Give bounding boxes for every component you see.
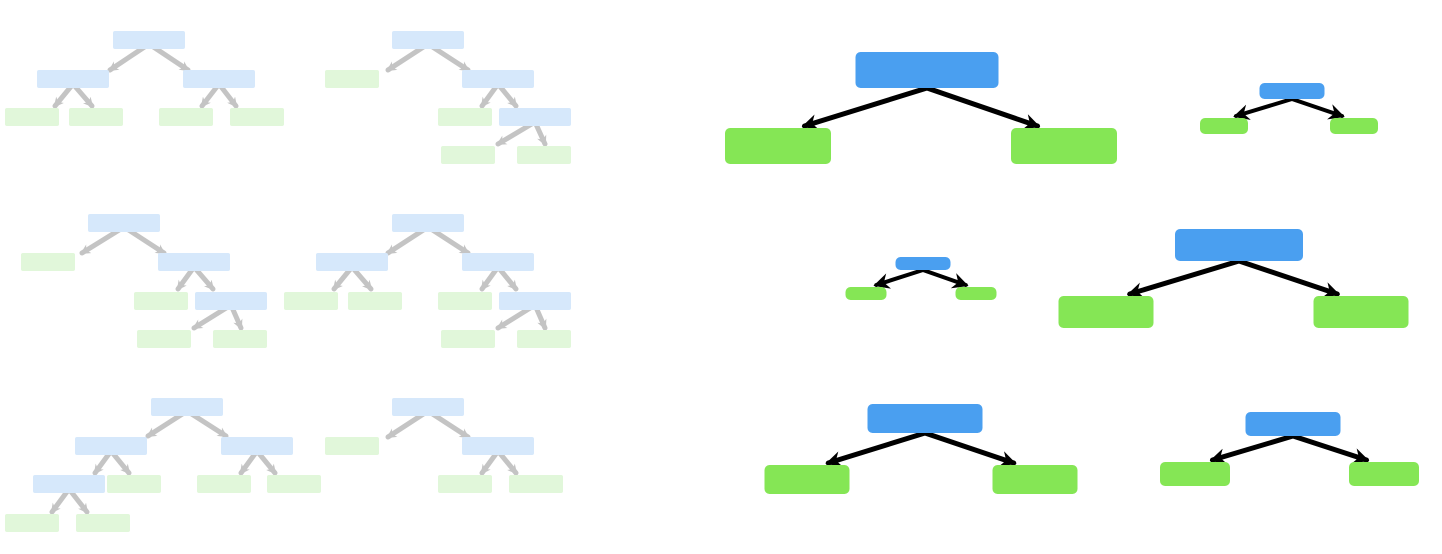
faded-internal-node — [113, 31, 185, 49]
stump-leaf-node — [845, 287, 887, 300]
faded-internal-node — [151, 398, 223, 416]
faded-leaf-node — [197, 475, 251, 493]
faded-leaf-node — [230, 108, 284, 126]
decision-stump — [764, 404, 1078, 494]
faded-internal-node — [195, 292, 267, 310]
faded-leaf-node — [5, 514, 59, 532]
stump-leaf-node — [764, 465, 850, 494]
faded-internal-node — [183, 70, 255, 88]
faded-tree — [21, 214, 267, 348]
stump-edge-left — [1233, 97, 1294, 120]
faded-leaf-node — [517, 146, 571, 164]
faded-leaf-node — [438, 108, 492, 126]
stump-leaf-node — [1160, 462, 1230, 486]
stump-edge-right — [922, 430, 1017, 467]
stump-leaf-node — [1349, 462, 1419, 486]
faded-leaf-node — [325, 437, 379, 455]
faded-internal-node — [75, 437, 147, 455]
faded-internal-node — [499, 108, 571, 126]
stump-leaf-node — [1058, 296, 1154, 328]
stump-edge-left — [873, 268, 925, 289]
stump-leaf-node — [725, 128, 831, 164]
faded-internal-node — [88, 214, 160, 232]
faded-internal-node — [462, 437, 534, 455]
decision-stump — [1058, 229, 1409, 328]
stump-edge-left — [825, 430, 928, 467]
stump-edge-right — [1290, 97, 1345, 120]
decision-stump — [1200, 83, 1378, 134]
faded-leaf-node — [5, 108, 59, 126]
faded-internal-node — [499, 292, 571, 310]
stump-edge-right — [924, 85, 1041, 130]
faded-leaf-node — [441, 146, 495, 164]
faded-leaf-node — [325, 70, 379, 88]
faded-leaf-node — [21, 253, 75, 271]
stump-leaf-node — [1011, 128, 1117, 164]
faded-tree — [284, 214, 571, 348]
stump-edge-right — [1290, 433, 1370, 464]
faded-trees-panel — [5, 31, 571, 532]
stump-root-node — [1245, 412, 1341, 436]
faded-leaf-node — [284, 292, 338, 310]
decision-stump — [845, 257, 997, 300]
faded-internal-node — [158, 253, 230, 271]
decision-stumps-panel — [725, 52, 1419, 494]
faded-internal-node — [462, 70, 534, 88]
faded-leaf-node — [76, 514, 130, 532]
stump-leaf-node — [1200, 118, 1248, 134]
decision-stump — [725, 52, 1117, 164]
faded-tree — [5, 31, 284, 126]
faded-tree — [5, 398, 321, 532]
faded-internal-node — [221, 437, 293, 455]
stump-leaf-node — [1330, 118, 1378, 134]
faded-tree — [325, 31, 571, 164]
faded-leaf-node — [509, 475, 563, 493]
stump-root-node — [895, 257, 951, 270]
faded-leaf-node — [69, 108, 123, 126]
faded-leaf-node — [159, 108, 213, 126]
stump-root-node — [1175, 229, 1303, 261]
stump-root-node — [1259, 83, 1325, 99]
faded-leaf-node — [438, 475, 492, 493]
faded-internal-node — [33, 475, 105, 493]
faded-leaf-node — [438, 292, 492, 310]
stump-root-node — [867, 404, 983, 433]
stump-edge-right — [921, 268, 969, 289]
stump-root-node — [855, 52, 999, 88]
faded-leaf-node — [348, 292, 402, 310]
faded-leaf-node — [213, 330, 267, 348]
faded-tree — [325, 398, 563, 493]
faded-leaf-node — [107, 475, 161, 493]
faded-leaf-node — [134, 292, 188, 310]
faded-leaf-node — [137, 330, 191, 348]
stump-leaf-node — [1313, 296, 1409, 328]
decision-stump — [1160, 412, 1419, 486]
faded-internal-node — [316, 253, 388, 271]
faded-leaf-node — [441, 330, 495, 348]
faded-internal-node — [462, 253, 534, 271]
faded-internal-node — [37, 70, 109, 88]
stump-edge-right — [1236, 258, 1341, 298]
stump-leaf-node — [955, 287, 997, 300]
faded-internal-node — [392, 31, 464, 49]
faded-leaf-node — [267, 475, 321, 493]
stump-edge-left — [801, 85, 930, 130]
faded-leaf-node — [517, 330, 571, 348]
stump-edge-left — [1209, 433, 1296, 464]
faded-internal-node — [392, 214, 464, 232]
faded-internal-node — [392, 398, 464, 416]
stump-leaf-node — [992, 465, 1078, 494]
stump-edge-left — [1126, 258, 1242, 298]
